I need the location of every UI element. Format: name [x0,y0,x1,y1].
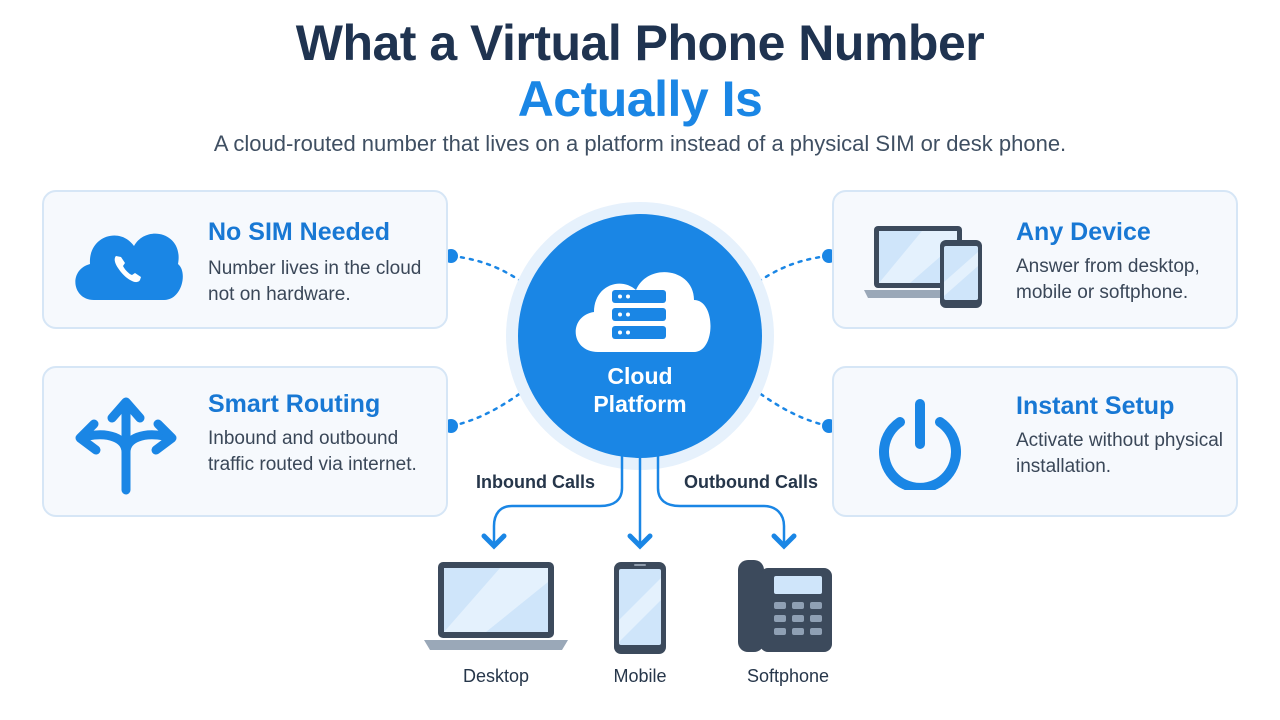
feature-title: Any Device [1016,218,1151,246]
feature-title: No SIM Needed [208,218,390,246]
power-icon [879,399,961,490]
device-label-softphone: Softphone [746,666,830,686]
desk-phone-icon [738,560,832,652]
hub-label: Cloud Platform [520,362,760,418]
flow-arrow-desktop [481,448,624,550]
page-title-line-2: Actually Is [517,71,763,127]
laptop-phone-icon [864,226,982,308]
routing-arrows-icon [75,397,177,495]
feature-card-no-sim: No SIM Needed Number lives in the cloud … [42,190,448,329]
page-subtitle: A cloud-routed number that lives on a pl… [213,131,1067,156]
feature-description: Number lives in the cloud not on hardwar… [208,258,422,305]
connector-no-sim [450,254,530,288]
flow-arrow-softphone [656,448,797,550]
connector-routing [450,386,530,428]
laptop-icon [424,562,568,650]
feature-card-any-device: Any Device Answer from desktop, mobile o… [832,190,1238,329]
hub-label-line-2: Platform [593,391,687,417]
cloud-server-icon [575,272,711,352]
connector-instant [750,386,830,428]
feature-card-smart-routing: Smart Routing Inbound and outbound traff… [42,366,448,517]
feature-title: Instant Setup [1016,392,1175,420]
feature-card-instant-setup: Instant Setup Activate without physical … [832,366,1238,517]
feature-description: Inbound and outbound traffic routed via … [208,428,417,475]
mobile-phone-icon [614,562,666,654]
hub-label-line-1: Cloud [607,363,673,389]
device-label-mobile: Mobile [613,666,667,686]
feature-description: Answer from desktop, mobile or softphone… [1016,256,1200,303]
page-title-line-1: What a Virtual Phone Number [295,15,985,71]
feature-title: Smart Routing [208,390,381,418]
connector-any-device [750,254,830,288]
inbound-calls-label: Inbound Calls [476,472,595,492]
cloud-phone-icon [75,233,183,300]
feature-description: Activate without physical installation. [1016,430,1223,477]
outbound-calls-label: Outbound Calls [684,472,818,492]
device-label-desktop: Desktop [462,666,530,686]
